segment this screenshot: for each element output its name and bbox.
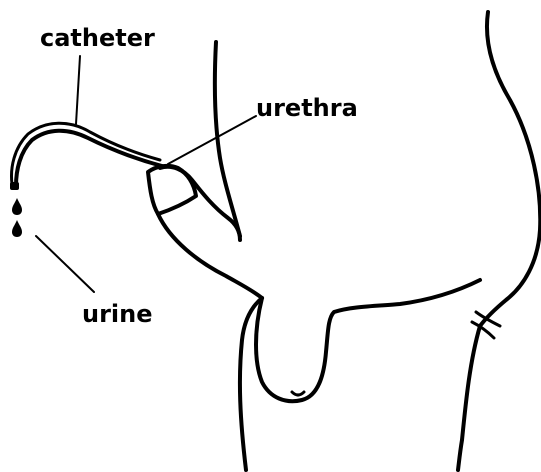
catheter-end [10, 182, 19, 190]
glans-outline [148, 166, 196, 214]
catheter-tube-inner [12, 123, 160, 184]
urine-leader-line [36, 236, 94, 292]
urine-drop-1 [12, 198, 22, 215]
urine-drop-2 [12, 220, 22, 237]
urethra-leader-line [168, 116, 256, 164]
catheter-tube-outer [16, 131, 162, 186]
catheter-leader-line [76, 56, 80, 124]
urine-label: urine [82, 300, 153, 328]
belly-outline [215, 42, 240, 236]
penis-upper-contour [160, 167, 240, 240]
scrotum-outline [256, 280, 480, 401]
penis-lower-contour [158, 214, 262, 298]
catheter-label: catheter [40, 24, 155, 52]
scrotum-mark [292, 392, 304, 395]
body-back-outline [458, 12, 540, 470]
urethra-label: urethra [256, 94, 358, 122]
